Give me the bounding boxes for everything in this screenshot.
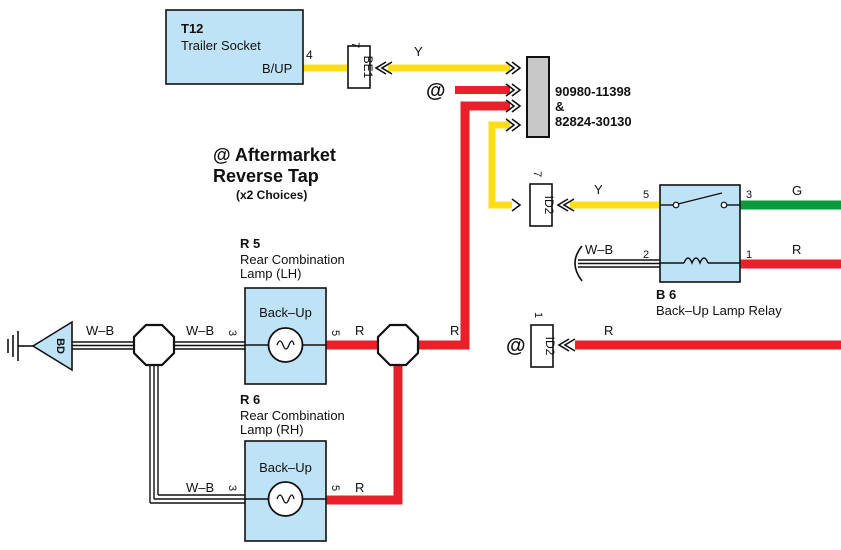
connector-arrow-icon-1 <box>505 61 522 75</box>
id2-bottom-label: ID2 <box>543 337 557 356</box>
id2-top-connector <box>529 183 553 227</box>
id2-top-label: ID2 <box>542 196 556 215</box>
id2-top-wire-label: Y <box>594 182 603 197</box>
aftermarket-title-line2: Reverse Tap <box>213 166 319 186</box>
relay-pin2: 2 <box>643 249 649 261</box>
wb-splice-octagon <box>132 323 176 367</box>
be1-arrow-icon <box>374 61 393 75</box>
r6-lamp-label: Back–Up <box>259 460 312 475</box>
relay-wire-r: R <box>792 242 801 257</box>
ground-icon <box>7 331 33 361</box>
relay-pin3: 3 <box>746 189 752 201</box>
wire-r-label-r5: R <box>355 323 364 338</box>
wire-r-label-connector: R <box>450 323 459 338</box>
r5-pin-right: 5 <box>329 330 341 336</box>
wire-wb-label-3: W–B <box>186 480 214 495</box>
be1-connector <box>347 45 371 89</box>
relay-id: B 6 <box>656 287 676 302</box>
main-connector <box>526 56 550 138</box>
aftermarket-title-line1: @ Aftermarket <box>213 145 336 165</box>
be1-pin: 7 <box>349 42 361 48</box>
connector-arrow-icon-4 <box>505 118 522 132</box>
r6-name-line1: Rear Combination <box>240 408 345 423</box>
r5-lamp-label: Back–Up <box>259 305 312 320</box>
r-splice-octagon <box>376 323 420 367</box>
trailer-socket-name: Trailer Socket <box>181 38 261 53</box>
relay-switch-arm-icon <box>677 192 723 205</box>
connector-part1: 90980-11398 <box>555 84 631 99</box>
relay-pin5: 5 <box>643 189 649 201</box>
ground-bd-label: BD <box>54 338 66 354</box>
wire-wb-label-1: W–B <box>86 323 114 338</box>
r6-id: R 6 <box>240 392 260 407</box>
aftermarket-subtitle: (x2 Choices) <box>236 188 307 202</box>
be1-wire-label: Y <box>414 44 423 59</box>
trailer-socket-pin: 4 <box>306 48 313 62</box>
id2-top-arrow-icon <box>556 198 575 212</box>
relay-switch-contact-icon-2 <box>720 201 728 209</box>
wire-r-label-r6: R <box>355 480 364 495</box>
id2-top-arrow-in-icon <box>511 198 522 212</box>
ground-bd-triangle <box>31 320 73 372</box>
id2-bottom-connector <box>530 324 554 368</box>
r6-name-line2: Lamp (RH) <box>240 422 304 437</box>
wire-red-connector-splice <box>418 101 510 350</box>
wire-wb-group <box>72 245 660 504</box>
connector-amp: & <box>555 99 564 114</box>
connector-arrow-icon-3 <box>505 99 522 113</box>
r5-id: R 5 <box>240 236 260 251</box>
id2-bottom-wire-label: R <box>604 323 613 338</box>
wire-red-splice-r6 <box>326 365 403 505</box>
relay-switch-contact-icon <box>672 201 680 209</box>
relay-box <box>659 184 741 283</box>
r5-bulb-icon <box>267 327 304 363</box>
be1-label: BE1 <box>361 56 375 79</box>
relay-pin1: 1 <box>746 249 752 261</box>
relay-wire-g: G <box>792 183 802 198</box>
r6-bulb-icon <box>267 481 304 517</box>
connector-arrow-icon-2 <box>505 83 522 97</box>
wire-wb-label-2: W–B <box>186 323 214 338</box>
id2-bottom-pin: 1 <box>532 312 544 318</box>
trailer-socket-box <box>165 9 304 85</box>
id2-top-pin: 7 <box>531 171 543 177</box>
r5-name-line1: Rear Combination <box>240 252 345 267</box>
r6-pin-right: 5 <box>329 485 341 491</box>
relay-name: Back–Up Lamp Relay <box>656 303 782 318</box>
relay-wire-wb: W–B <box>585 242 613 257</box>
r6-pin-left: 3 <box>226 485 238 491</box>
r5-pin-left: 3 <box>226 330 238 336</box>
trailer-socket-id: T12 <box>181 21 203 36</box>
connector-part2: 82824-30130 <box>555 114 632 129</box>
r5-name-line2: Lamp (LH) <box>240 266 301 281</box>
id2-bottom-arrow-icon <box>557 338 576 352</box>
trailer-socket-pin-label: B/UP <box>262 61 292 76</box>
relay-coil-icon <box>683 257 709 265</box>
aftermarket-tap-symbol: @ <box>426 80 446 102</box>
aftermarket-tap-symbol-2: @ <box>506 335 526 357</box>
wire-yellow-connector-id2 <box>488 121 512 209</box>
